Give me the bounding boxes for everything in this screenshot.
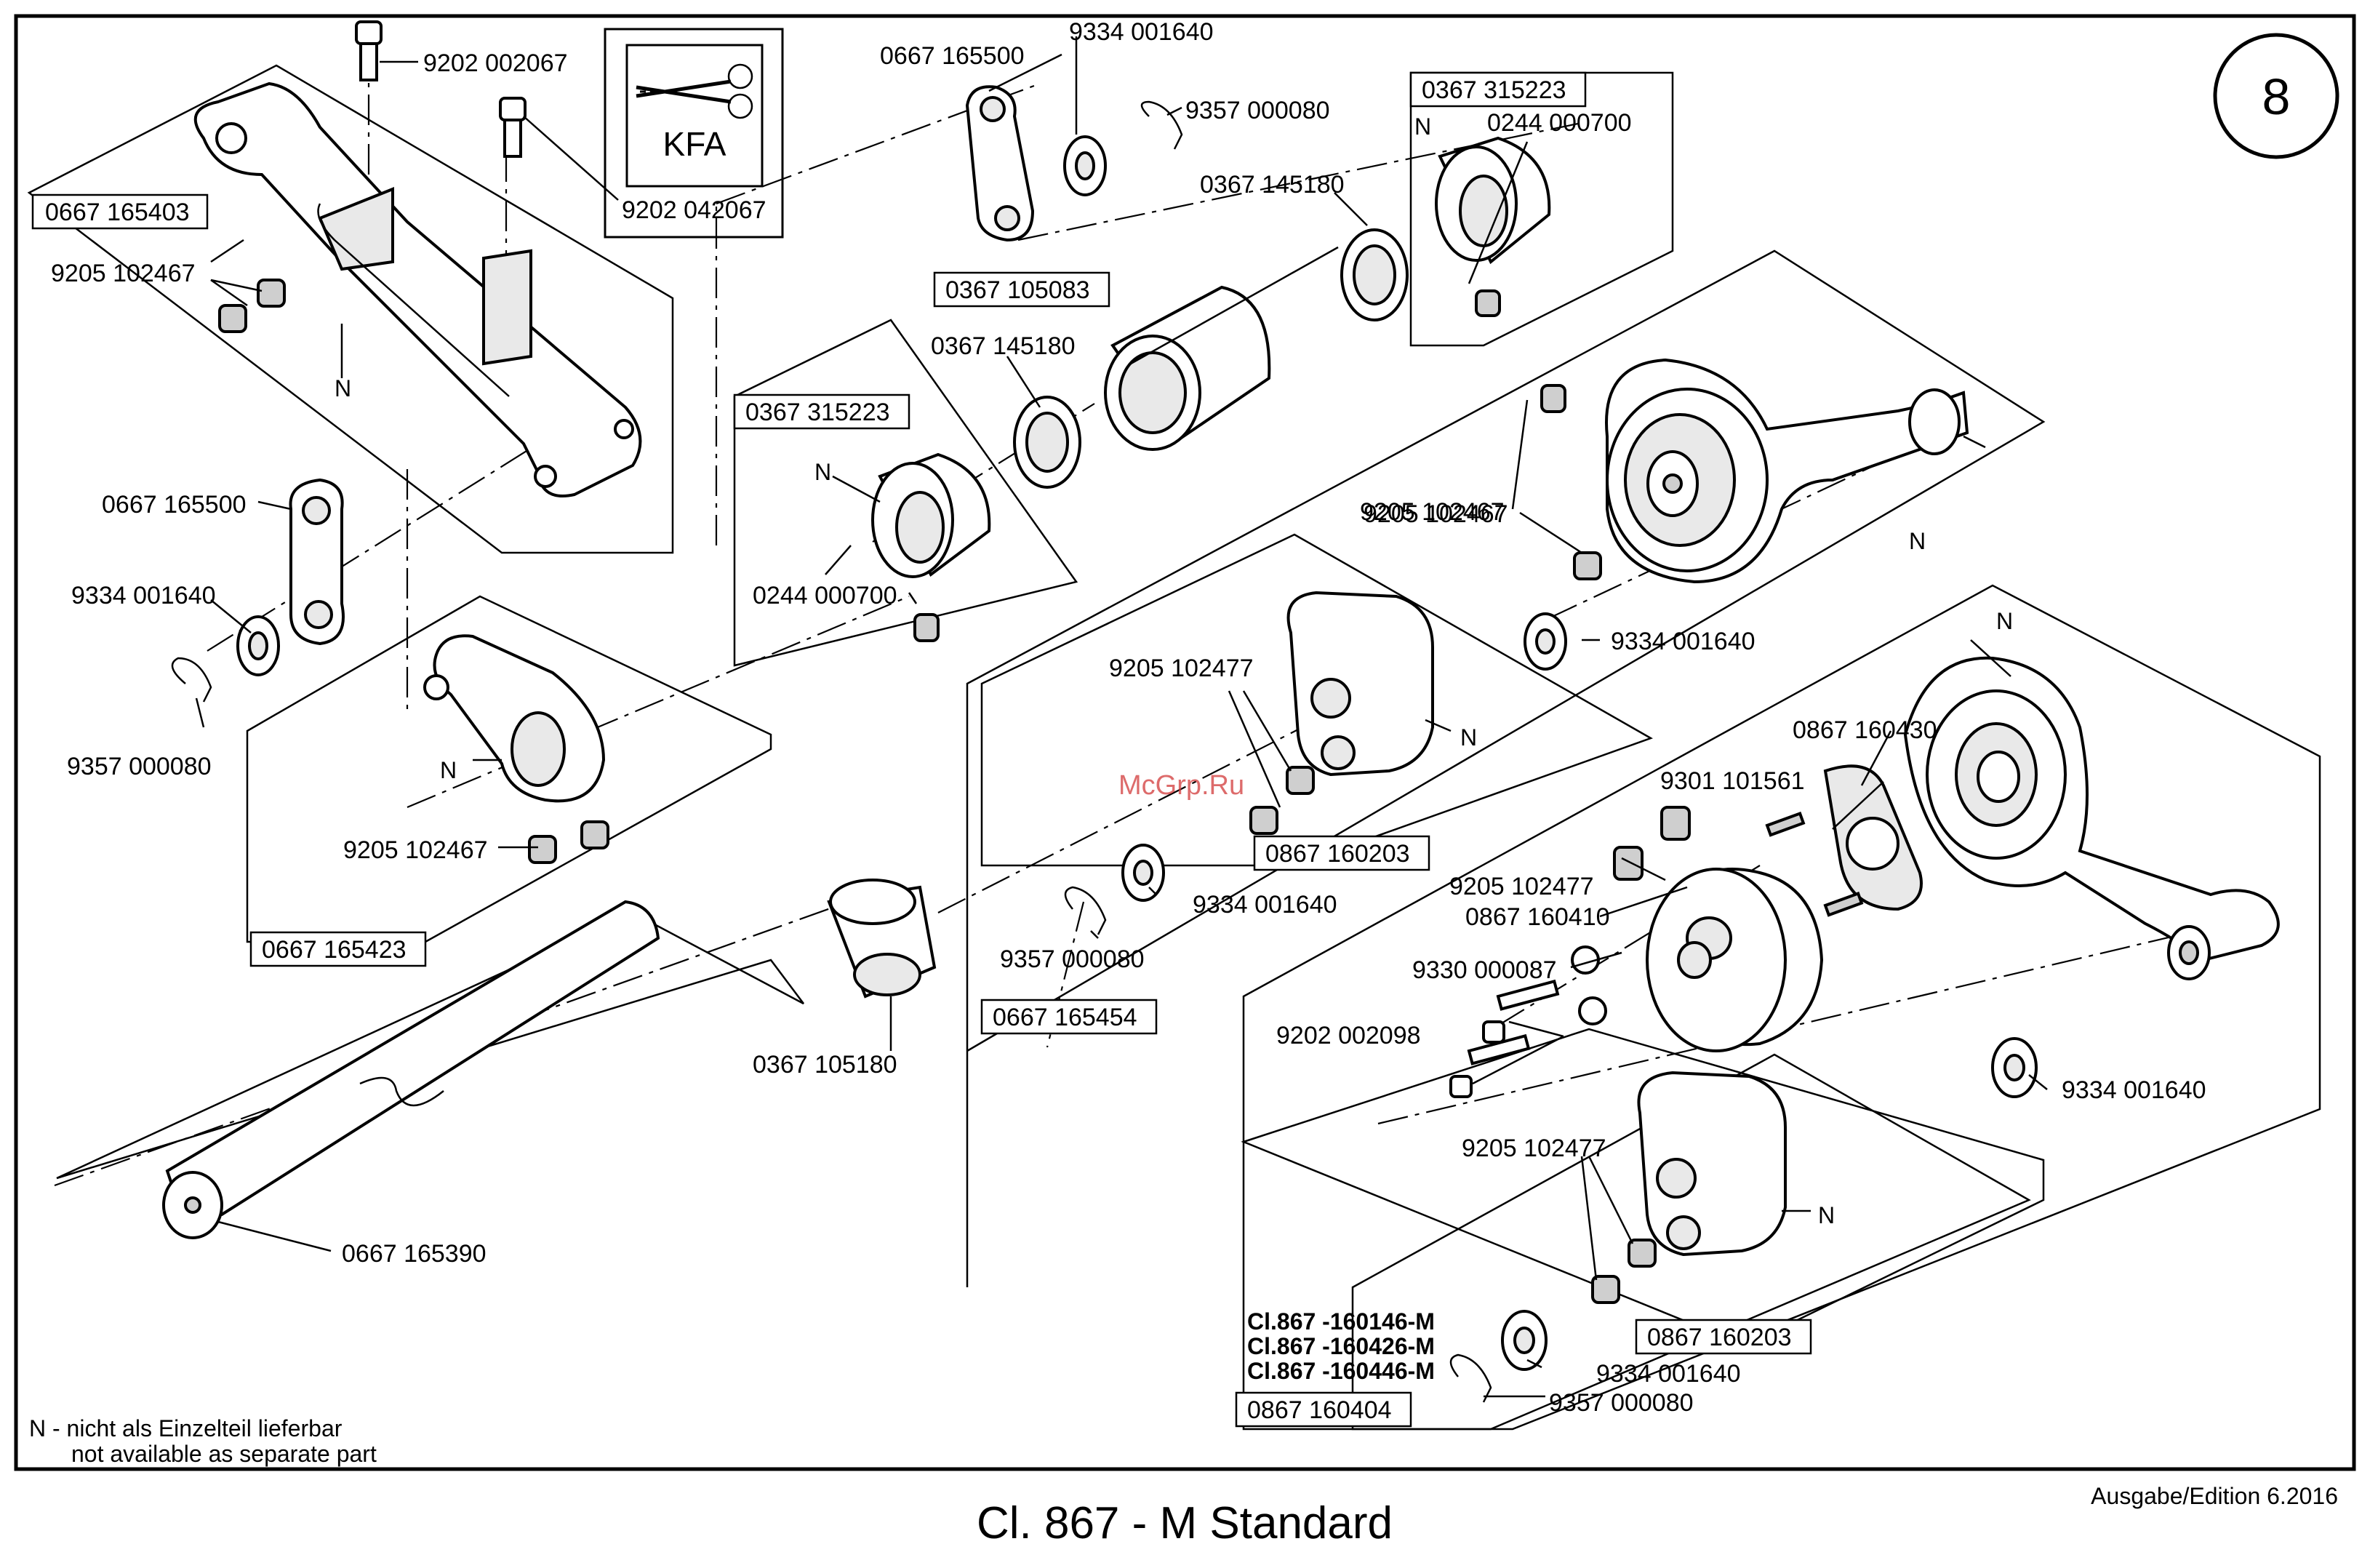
screw-9202-042067	[499, 97, 527, 158]
drawing-frame	[14, 14, 2356, 1471]
eccentric-0867-160410	[1646, 868, 1824, 1052]
part-label: 9357 000080	[1000, 945, 1145, 973]
part-label: 9202 002067	[423, 49, 568, 77]
part-label: 9202 042067	[622, 196, 766, 224]
n-marker: N	[1460, 724, 1477, 751]
block-upper	[1286, 591, 1434, 777]
part-label: 9357 000080	[1549, 1389, 1694, 1417]
collar-upper	[1435, 136, 1551, 265]
part-label: 9202 002098	[1276, 1022, 1421, 1049]
part-label: 9301 101561	[1660, 767, 1805, 795]
leader-lines	[195, 36, 2048, 1398]
part-label: 9334 001640	[1596, 1360, 1741, 1388]
part-label: 9357 000080	[1185, 97, 1330, 124]
boxed-label: 0367 105083	[945, 276, 1090, 304]
boxed-label: 0867 160404	[1247, 1396, 1392, 1424]
part-label: 9334 001640	[1069, 18, 1214, 46]
part-label: 9334 001640	[2062, 1076, 2206, 1104]
retaining-clips	[171, 100, 1492, 1403]
n-marker: N	[1818, 1202, 1835, 1228]
bush-0367-105180	[827, 879, 937, 999]
part-label: 0367 145180	[1200, 171, 1345, 199]
shaft-0667-165390	[162, 900, 660, 1239]
model-item: Cl.867 -160426-M	[1247, 1333, 1435, 1359]
washers	[236, 135, 2038, 1371]
boxed-label: 0667 165454	[993, 1004, 1137, 1031]
watermark: McGrp.Ru	[1118, 770, 1244, 801]
model-item: Cl.867 -160146-M	[1247, 1308, 1435, 1335]
crank-lower-right	[1903, 656, 2280, 980]
part-label: 0667 165500	[102, 491, 247, 519]
part-label: 9205 102467	[1360, 498, 1505, 526]
n-marker: N	[814, 459, 831, 485]
boxed-label: 0667 165403	[45, 199, 190, 226]
part-label: 0244 000700	[1487, 109, 1632, 137]
n-marker: N	[1996, 608, 2013, 634]
screw-9202-002067	[355, 20, 383, 81]
part-label: 9334 001640	[1611, 628, 1756, 655]
kfa-label: KFA	[663, 125, 726, 163]
link-left	[289, 478, 345, 646]
bracket-arm	[193, 81, 642, 497]
part-number-labels: 9202 002067 9202 042067 9205 102467 0667…	[51, 18, 2206, 1417]
part-label: 9357 000080	[67, 753, 212, 780]
collar-lower	[871, 452, 991, 578]
hex-screws	[1449, 812, 1864, 1098]
part-label: 0867 160410	[1465, 903, 1610, 931]
block-lower	[1637, 1071, 1787, 1257]
boxed-part-labels: 0667 165403 0367 315223 0367 105083 0367…	[31, 71, 1812, 1428]
part-label: 0367 105180	[753, 1051, 897, 1079]
part-label: 9205 102467	[343, 836, 488, 864]
set-screws	[218, 279, 1691, 1304]
kfa-box: KFA	[604, 28, 784, 239]
boxed-label: 0867 160203	[1265, 840, 1410, 868]
n-marker: N	[335, 375, 351, 401]
bushing-0367-105083	[1104, 285, 1271, 451]
model-item: Cl.867 -160446-M	[1247, 1358, 1435, 1384]
part-label: 0667 165500	[880, 42, 1025, 70]
footnote-line-1: N - nicht als Einzelteil lieferbar	[29, 1415, 343, 1441]
footnote: N - nicht als Einzelteil lieferbar not a…	[29, 1415, 377, 1467]
part-label: 9334 001640	[71, 582, 216, 609]
part-label: 9330 000087	[1412, 956, 1557, 984]
part-label: 9334 001640	[1193, 891, 1337, 919]
scissors-icon	[636, 63, 753, 119]
scale-0867-160430	[1823, 764, 1923, 911]
part-label: 9205 102467	[51, 260, 196, 287]
page-title: Cl. 867 - M Standard	[977, 1498, 1393, 1548]
part-label: 0367 145180	[931, 332, 1076, 360]
part-label: 0867 160430	[1793, 716, 1937, 744]
footnote-line-2: not available as separate part	[71, 1441, 377, 1467]
part-label: 9205 102477	[1462, 1135, 1606, 1162]
edition-label: Ausgabe/Edition 6.2016	[2091, 1483, 2338, 1509]
sheet-number-badge: 8	[2213, 33, 2339, 159]
n-marker: N	[1414, 113, 1431, 140]
boxed-label: 0367 315223	[745, 399, 890, 426]
lever-hub-0667-165423	[423, 634, 606, 803]
part-label: 0667 165390	[342, 1240, 487, 1268]
link-top	[965, 85, 1035, 242]
model-list: Cl.867 -160146-M Cl.867 -160426-M Cl.867…	[1247, 1308, 1435, 1384]
n-marker: N	[1909, 528, 1926, 554]
n-markers: N N N N N N N N	[335, 113, 2013, 1228]
sheet-number: 8	[2262, 68, 2291, 125]
part-label: 9205 102477	[1109, 655, 1254, 682]
part-label: 9205 102467	[1364, 500, 1508, 528]
boxed-label: 0867 160203	[1647, 1324, 1792, 1351]
n-marker: N	[440, 757, 457, 783]
boxed-label: 0367 315223	[1422, 76, 1566, 104]
boxed-label: 0667 165423	[262, 936, 407, 964]
part-label: 0244 000700	[753, 582, 897, 609]
crank-eccentric-upper	[1605, 358, 1969, 584]
part-label: 9205 102477	[1449, 873, 1594, 900]
